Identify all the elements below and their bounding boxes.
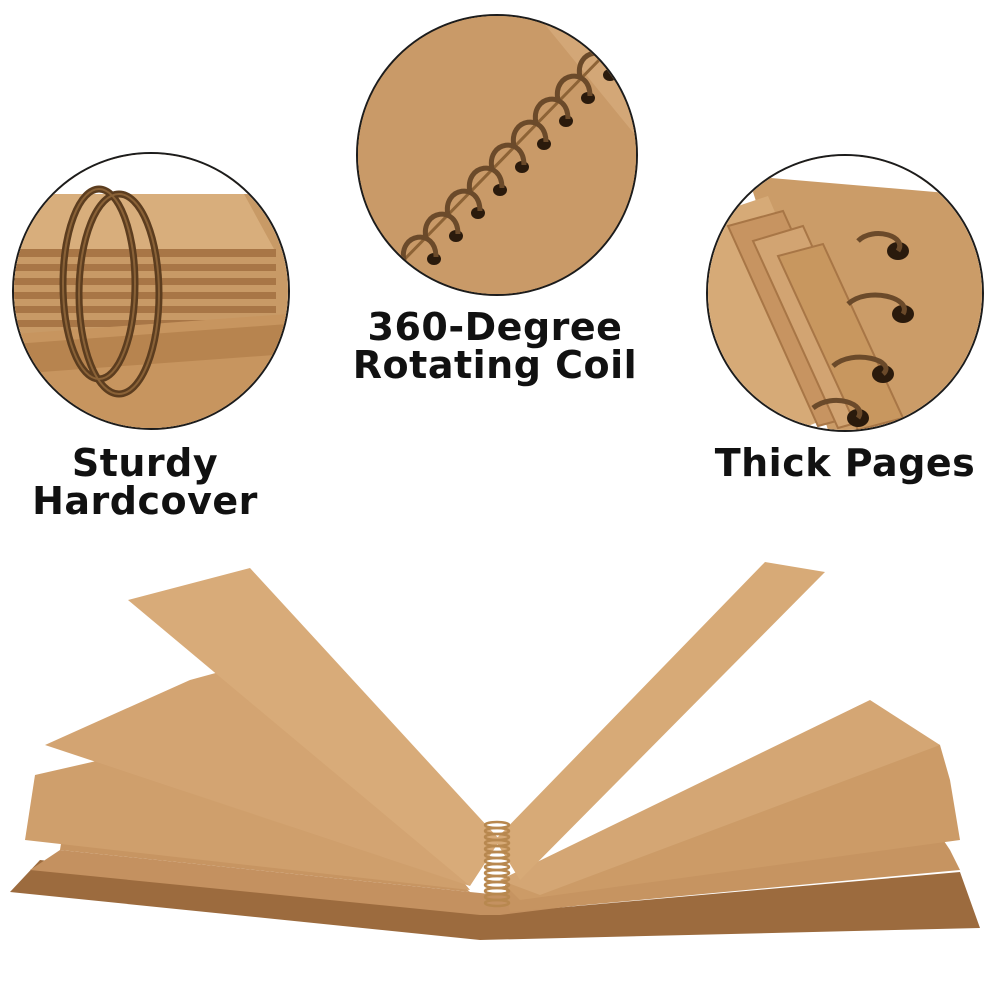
coil-ring <box>510 119 549 147</box>
pages-caption-line1: Thick Pages <box>714 441 976 485</box>
hardcover-closeup-illustration <box>14 154 288 428</box>
right-page-middle <box>500 700 940 895</box>
coil-caption-line1: 360-Degree <box>367 305 623 349</box>
coil-closeup-illustration <box>358 16 636 294</box>
left-page-upper <box>128 568 500 886</box>
coil-ring <box>488 142 527 170</box>
coil-caption: 360-Degree Rotating Coil <box>330 308 660 384</box>
open-album-photo <box>0 540 990 990</box>
spine-coil-ring <box>483 898 511 908</box>
hardcover-caption: Sturdy Hardcover <box>20 444 270 520</box>
coil-ring <box>554 73 593 101</box>
coil-ring <box>444 188 483 216</box>
coil-hole <box>603 69 617 81</box>
hardcover-caption-line2: Hardcover <box>32 479 258 523</box>
coil-caption-line2: Rotating Coil <box>352 343 638 387</box>
open-album-illustration <box>10 562 980 940</box>
coil-ring <box>422 211 461 239</box>
coil-ring <box>400 234 439 262</box>
coil-ring <box>466 165 505 193</box>
hardcover-caption-line1: Sturdy <box>71 441 219 485</box>
pages-closeup-photo <box>706 154 984 432</box>
pages-caption: Thick Pages <box>700 444 990 482</box>
left-page-middle <box>45 650 470 886</box>
pages-closeup-illustration <box>708 156 982 430</box>
coil-ring <box>532 96 571 124</box>
album-spine-coil <box>483 820 511 908</box>
hardcover-closeup-photo <box>12 152 290 430</box>
album-back-cover <box>10 860 980 940</box>
coil-rings <box>400 50 617 265</box>
coil-closeup-photo <box>356 14 638 296</box>
right-page-upper <box>495 562 825 880</box>
